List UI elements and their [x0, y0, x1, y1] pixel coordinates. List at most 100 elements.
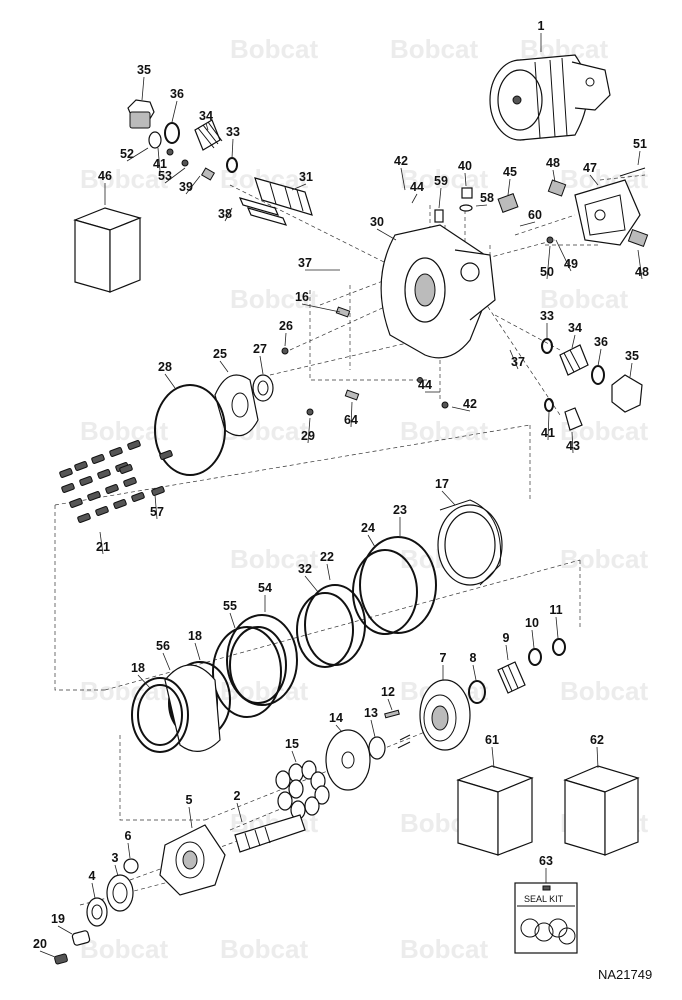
callout-37: 37: [511, 355, 525, 369]
callout-56: 56: [156, 639, 170, 653]
callout-10: 10: [525, 616, 539, 630]
bolt: [97, 469, 111, 479]
leader-line-16: [301, 303, 341, 313]
callout-11: 11: [549, 603, 562, 617]
callout-64: 64: [344, 413, 358, 427]
output-shaft-group: [54, 814, 306, 965]
leader-line-58: [475, 204, 488, 207]
callout-17: 17: [435, 477, 449, 491]
leader-line-36: [171, 100, 178, 123]
leader-line-52: [126, 147, 149, 162]
callout-52: 52: [120, 147, 134, 161]
callout-14: 14: [329, 711, 343, 725]
callout-16: 16: [295, 290, 309, 304]
leader-line-32: [304, 575, 319, 593]
bolt: [69, 498, 83, 508]
callout-27: 27: [253, 342, 267, 356]
watermark-text: Bobcat: [230, 544, 318, 574]
callout-36: 36: [170, 87, 184, 101]
bolt: [87, 491, 101, 501]
leader-line-14: [335, 724, 343, 733]
callout-23: 23: [393, 503, 407, 517]
leader-line-5: [188, 806, 193, 829]
leader-line-21: [99, 531, 104, 555]
callout-60: 60: [528, 208, 542, 222]
callout-45: 45: [503, 165, 517, 179]
callout-22: 22: [320, 550, 334, 564]
leader-line-56: [162, 652, 171, 671]
callout-33: 33: [540, 309, 554, 323]
callout-47: 47: [583, 161, 597, 175]
watermark-text: Bobcat: [80, 934, 168, 964]
callout-49: 49: [564, 257, 578, 271]
seal-kit-label: SEAL KIT: [524, 894, 564, 904]
leader-line-17: [441, 490, 456, 506]
leader-line-61: [491, 746, 495, 769]
callout-41: 41: [541, 426, 555, 440]
leader-line-42: [451, 406, 471, 412]
watermark-text: Bobcat: [400, 416, 488, 446]
watermark-text: Bobcat: [540, 284, 628, 314]
leader-line-3: [114, 864, 119, 877]
watermark-text: Bobcat: [80, 416, 168, 446]
leader-lines: [39, 33, 643, 958]
leader-line-42: [400, 167, 406, 191]
leader-line-55: [229, 612, 236, 629]
leader-line-20: [39, 950, 56, 958]
callout-43: 43: [566, 439, 580, 453]
leader-line-26: [284, 332, 287, 347]
leader-line-47: [589, 174, 599, 186]
kit-box-62: [563, 765, 640, 856]
leader-line-6: [127, 842, 131, 859]
callout-18: 18: [188, 629, 202, 643]
leader-line-10: [531, 629, 535, 649]
callout-61: 61: [485, 733, 499, 747]
drive-motor-assembly: [489, 54, 611, 141]
leader-line-13: [370, 719, 376, 738]
seal-kit-63: SEAL KIT: [514, 882, 578, 954]
callout-36: 36: [594, 335, 608, 349]
leader-line-40: [464, 172, 467, 187]
leader-line-45: [507, 178, 511, 196]
kit-box-46: [73, 207, 142, 293]
leader-line-12: [387, 698, 393, 711]
callout-21: 21: [96, 540, 110, 554]
leader-line-24: [367, 534, 376, 548]
callout-9: 9: [503, 631, 510, 645]
piston: [304, 796, 320, 816]
bolt: [77, 513, 91, 523]
leader-line-44: [411, 193, 418, 204]
callout-41: 41: [153, 157, 167, 171]
bolt: [159, 450, 173, 460]
leader-line-43: [571, 431, 574, 454]
callout-48: 48: [546, 156, 560, 170]
callout-48: 48: [635, 265, 649, 279]
leader-line-28: [164, 373, 176, 389]
relief-valve-lower: [541, 338, 643, 431]
callout-6: 6: [125, 829, 132, 843]
piston: [277, 791, 293, 811]
callout-39: 39: [179, 180, 193, 194]
planetary-gear-7: [325, 638, 566, 791]
callout-34: 34: [199, 109, 213, 123]
guide-lines: [54, 174, 646, 906]
watermark-text: Bobcat: [400, 164, 488, 194]
leader-line-48: [637, 249, 643, 280]
watermark-text: Bobcat: [80, 676, 168, 706]
ring-set-17-18: [131, 499, 503, 753]
bolt: [109, 447, 123, 457]
leader-line-57: [154, 494, 158, 520]
callout-13: 13: [364, 706, 378, 720]
leader-line-19: [57, 925, 73, 935]
piston: [275, 770, 291, 790]
callout-12: 12: [381, 685, 395, 699]
callout-53: 53: [158, 169, 172, 183]
leader-line-4: [91, 882, 96, 899]
leader-line-9: [505, 644, 509, 661]
leader-line-49: [555, 239, 572, 272]
callout-30: 30: [370, 215, 384, 229]
leader-line-51: [637, 150, 641, 166]
callout-32: 32: [298, 562, 312, 576]
leader-line-50: [546, 245, 551, 280]
